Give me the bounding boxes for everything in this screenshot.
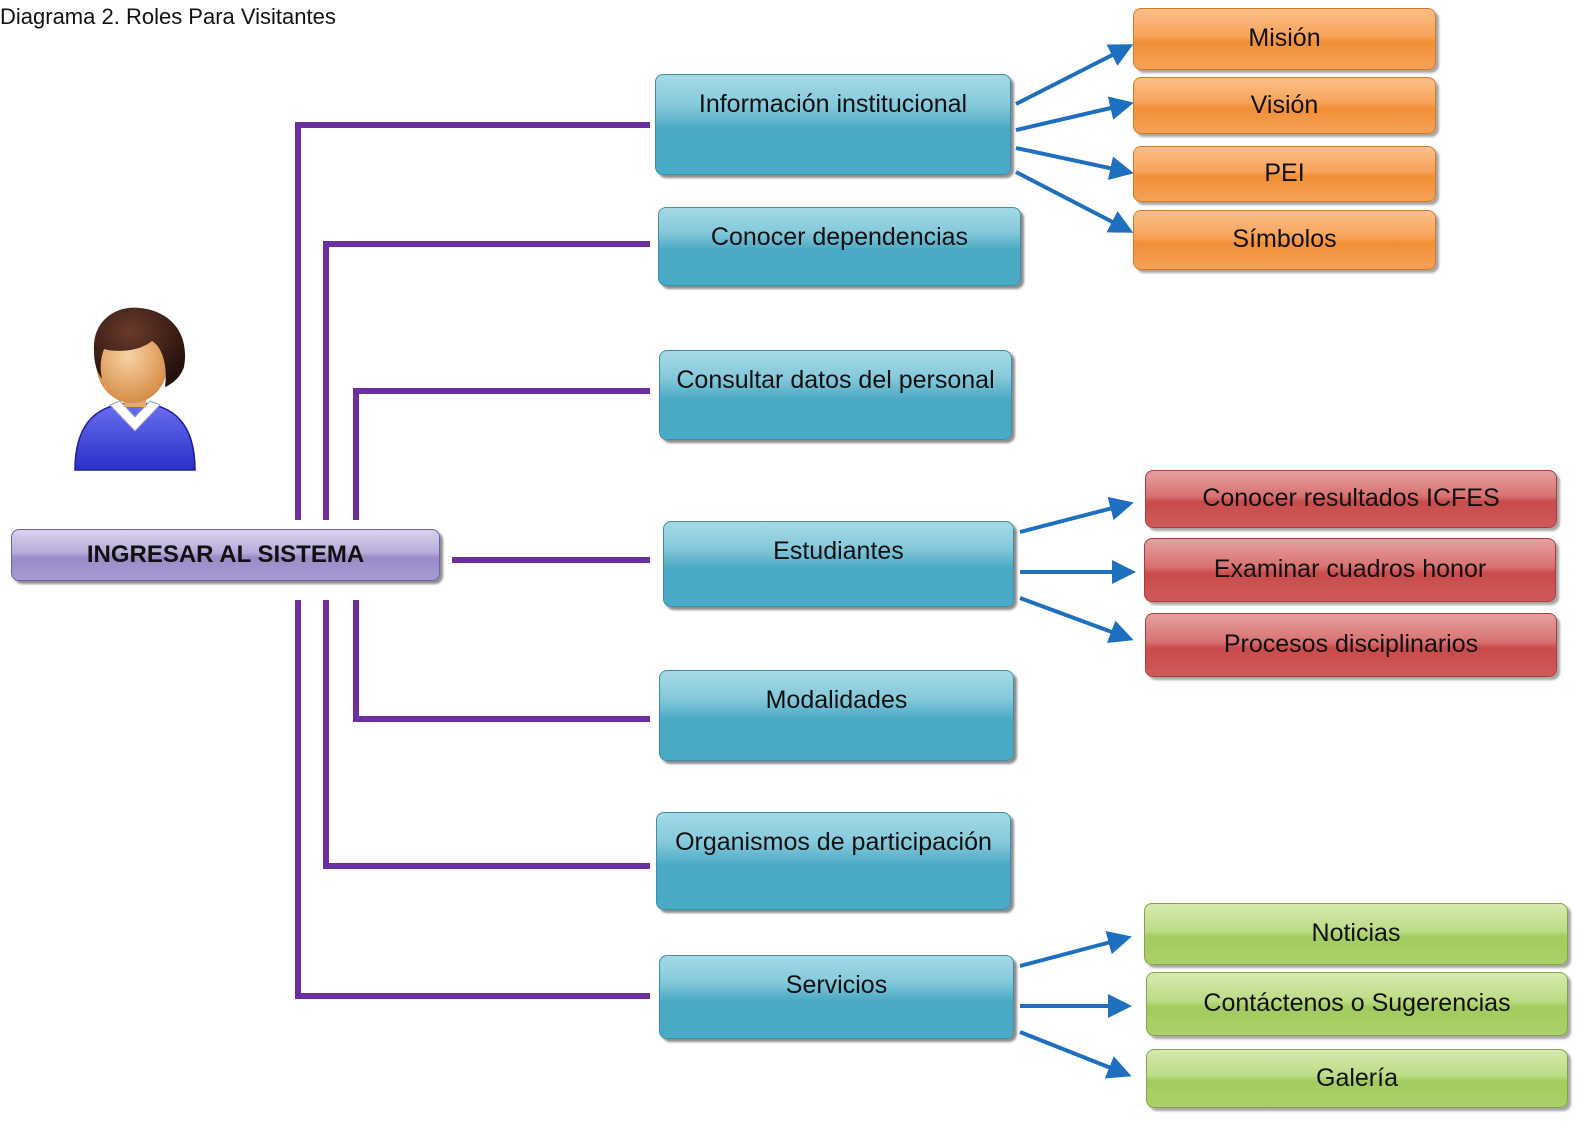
root-label: INGRESAR AL SISTEMA <box>86 541 365 568</box>
arrow-noticias <box>1019 930 1132 968</box>
arrow-vision <box>1015 96 1134 132</box>
person-icon <box>74 307 196 471</box>
leaf-vision: Visión <box>1133 77 1436 134</box>
arrow-galeria <box>1019 1030 1132 1079</box>
category-label: Modalidades <box>765 686 908 714</box>
leaf-conocer-resultados-icfes: Conocer resultados ICFES <box>1145 470 1557 528</box>
branch-line-servicios <box>295 600 650 999</box>
root-ingresar-al-sistema: INGRESAR AL SISTEMA <box>11 529 440 581</box>
leaf-label: Procesos disciplinarios <box>1223 630 1479 659</box>
arrow-simbolos <box>1015 170 1134 233</box>
leaf-mision: Misión <box>1133 8 1436 70</box>
leaf-noticias: Noticias <box>1144 903 1568 965</box>
category-informacion-institucional: Información institucional <box>655 74 1011 175</box>
branch-line-institucional <box>295 122 650 520</box>
leaf-pei: PEI <box>1133 146 1436 202</box>
branch-line-dependencias <box>323 241 650 520</box>
leaf-procesos-disciplinarios: Procesos disciplinarios <box>1145 613 1557 677</box>
leaf-contactenos-sugerencias: Contáctenos o Sugerencias <box>1146 972 1568 1036</box>
leaf-label: Examinar cuadros honor <box>1213 555 1487 584</box>
category-organismos-participacion: Organismos de participación <box>656 812 1011 910</box>
leaf-label: Visión <box>1250 90 1319 119</box>
category-label: Estudiantes <box>773 537 904 565</box>
leaf-label: Conocer resultados ICFES <box>1202 484 1500 513</box>
leaf-label: Símbolos <box>1232 225 1337 254</box>
leaf-simbolos: Símbolos <box>1133 210 1436 270</box>
leaf-label: Misión <box>1248 24 1321 53</box>
arrow-icfes <box>1019 496 1134 534</box>
category-label: Conocer dependencias <box>710 223 969 251</box>
category-consultar-datos-personal: Consultar datos del personal <box>659 350 1012 440</box>
category-conocer-dependencias: Conocer dependencias <box>658 207 1021 286</box>
leaf-label: Noticias <box>1311 919 1401 948</box>
branch-line-modalidades <box>353 600 650 722</box>
leaf-examinar-cuadros-honor: Examinar cuadros honor <box>1144 538 1556 602</box>
arrow-pei <box>1015 146 1134 180</box>
category-label: Información institucional <box>698 90 968 118</box>
leaf-label: Galería <box>1316 1063 1398 1092</box>
branch-line-personal <box>353 388 650 520</box>
arrow-mision <box>1015 44 1134 106</box>
category-estudiantes: Estudiantes <box>663 521 1014 607</box>
category-modalidades: Modalidades <box>659 670 1014 761</box>
leaf-label: PEI <box>1264 159 1305 188</box>
category-label: Organismos de participación <box>675 828 992 856</box>
category-servicios: Servicios <box>659 955 1014 1039</box>
branch-line-organismos <box>323 600 650 869</box>
leaf-label: Contáctenos o Sugerencias <box>1203 989 1511 1018</box>
category-label: Consultar datos del personal <box>676 366 995 394</box>
diagram-caption: Diagrama 2. Roles Para Visitantes <box>0 4 336 29</box>
category-label: Servicios <box>785 971 888 999</box>
leaf-galeria: Galería <box>1146 1049 1568 1108</box>
arrow-disciplinarios <box>1019 596 1134 644</box>
